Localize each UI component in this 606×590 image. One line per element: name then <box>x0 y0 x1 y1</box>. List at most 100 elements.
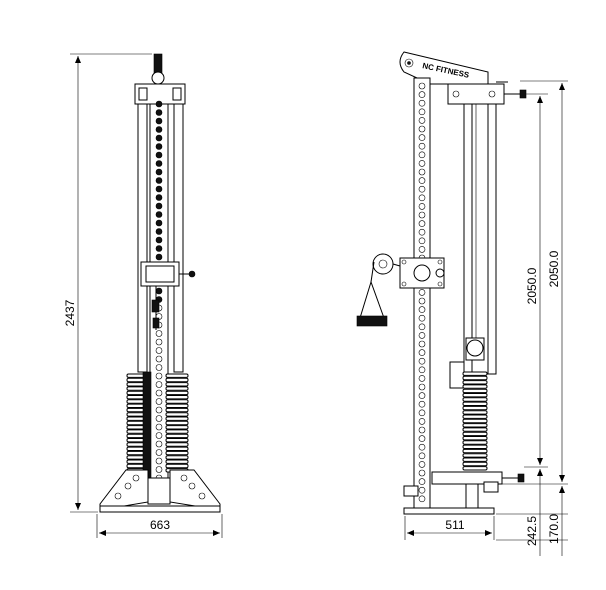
upright-hole <box>418 323 426 331</box>
weight-plate <box>165 425 189 430</box>
rail-hole <box>155 211 163 218</box>
upright-hole <box>418 418 426 425</box>
upright-hole <box>418 357 426 365</box>
upright-hole <box>418 332 426 339</box>
upright-hole <box>418 495 426 503</box>
weight-plate <box>165 407 189 413</box>
upright-hole <box>418 452 426 460</box>
upright-hole <box>418 237 426 245</box>
front-width-label: 663 <box>150 518 170 532</box>
upright-hole <box>418 400 426 408</box>
rail-hole <box>155 185 163 193</box>
upright-hole <box>418 160 426 167</box>
weight-plate <box>462 380 488 385</box>
upright-hole <box>418 314 426 322</box>
rail-hole <box>155 432 163 439</box>
weight-plate <box>165 442 189 447</box>
upright-hole <box>418 443 426 451</box>
weight-plate <box>462 423 488 428</box>
upright-hole <box>418 435 426 442</box>
side-view: NC FITNESS <box>356 51 527 515</box>
weight-plate <box>462 371 488 376</box>
upright-hole <box>418 125 426 133</box>
front-height-label: 2437 <box>63 299 77 326</box>
weight-plate <box>462 453 488 458</box>
upright-hole <box>418 108 426 116</box>
weight-plate <box>165 420 189 426</box>
upright-hole <box>418 349 426 356</box>
upright-hole <box>418 366 426 374</box>
weight-plate <box>462 418 488 424</box>
weight-plate <box>462 401 488 407</box>
rail-hole <box>155 355 163 363</box>
rail-hole <box>155 228 163 235</box>
weight-plate <box>165 450 189 456</box>
weight-plate <box>165 403 189 409</box>
weight-plate <box>462 410 488 415</box>
weight-plate <box>165 455 189 460</box>
weight-plate <box>462 444 488 450</box>
brand-logo-icon <box>404 58 414 68</box>
rail-hole <box>155 440 163 448</box>
front-view <box>99 53 221 513</box>
side-dimensions: 511 2050.0 2050.0 242.5 170.0 <box>404 80 568 556</box>
rail-hole <box>155 347 163 354</box>
rail-hole <box>155 415 163 422</box>
rail-hole <box>155 389 163 397</box>
base-offset-label: 170.0 <box>547 514 561 544</box>
upright-hole <box>418 426 426 434</box>
rail-hole <box>155 245 163 252</box>
rail-hole <box>155 372 163 380</box>
weight-plate <box>165 386 189 391</box>
weight-plate <box>165 459 189 464</box>
weight-plate <box>165 416 189 421</box>
rail-hole <box>155 236 163 244</box>
weight-plate <box>462 466 488 471</box>
upright-hole <box>418 306 426 313</box>
rail-hole <box>155 109 163 116</box>
weight-plate <box>165 433 189 439</box>
rail-hole <box>155 194 163 201</box>
weight-plate <box>165 412 189 417</box>
rail-hole <box>155 457 163 465</box>
upright-hole <box>418 297 426 305</box>
rail-hole <box>155 151 163 159</box>
weight-plate <box>462 461 488 467</box>
upright-hole <box>418 194 426 202</box>
upright-hole <box>418 117 426 124</box>
weight-plate <box>165 438 189 443</box>
weight-plate <box>165 395 189 400</box>
rail-hole <box>155 330 163 337</box>
upright-hole <box>418 82 426 90</box>
rail-hole <box>155 168 163 176</box>
upright-hole <box>418 91 426 98</box>
weight-plate <box>165 390 189 396</box>
weight-plate <box>462 393 488 398</box>
side-depth-label: 511 <box>445 518 464 532</box>
upright-hole <box>418 168 426 176</box>
rail-hole <box>155 381 163 388</box>
weight-plate <box>462 405 488 411</box>
upright-hole <box>418 99 426 107</box>
rail-hole <box>155 143 163 150</box>
rail-hole <box>155 126 163 133</box>
upright-hole <box>418 151 426 159</box>
rail-hole <box>155 100 163 108</box>
weight-plate <box>462 397 488 402</box>
weight-plate <box>165 382 189 387</box>
rail-hole <box>155 202 163 210</box>
weight-plate <box>462 440 488 445</box>
upright-hole <box>418 142 426 150</box>
rail-hole <box>155 134 163 142</box>
weight-plate <box>462 457 488 462</box>
weight-plate <box>165 429 189 434</box>
upright-hole <box>418 461 426 468</box>
upright-hole <box>418 220 426 227</box>
rail-hole <box>155 338 163 346</box>
rail-hole <box>155 219 163 227</box>
upright-hole <box>418 340 426 348</box>
rail-hole <box>155 466 163 473</box>
upright-hole <box>418 228 426 236</box>
upright-hole <box>418 246 426 253</box>
